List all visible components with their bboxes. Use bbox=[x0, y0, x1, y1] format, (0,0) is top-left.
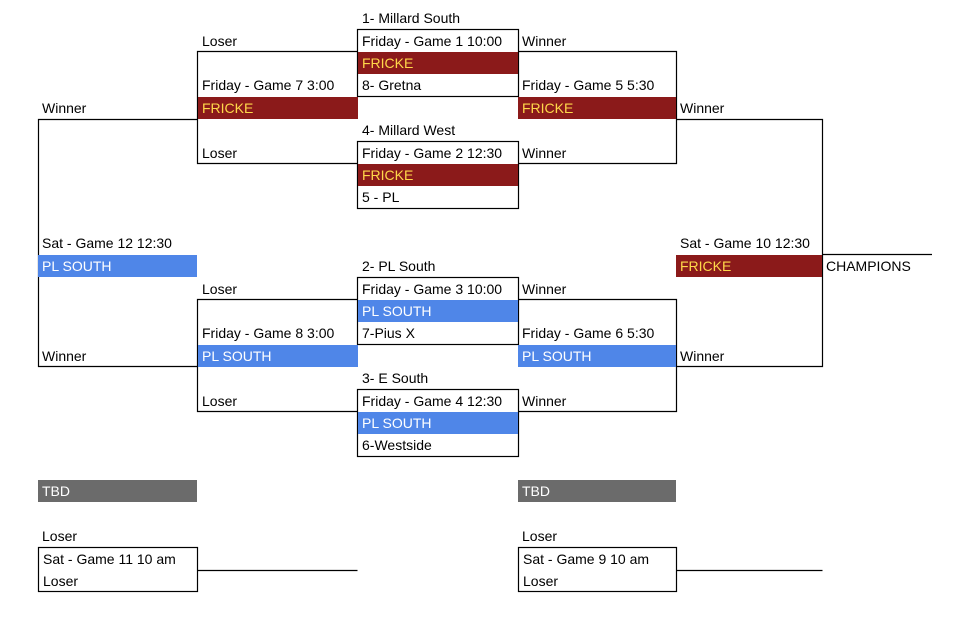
game-5-label: Friday - Game 5 5:30 bbox=[522, 77, 655, 93]
game-9-label: Sat - Game 9 10 am bbox=[523, 551, 650, 567]
game-1-winner[interactable]: FRICKE bbox=[358, 52, 518, 74]
game-11-loser-top: Loser bbox=[42, 528, 78, 544]
loser-label-g3: Loser bbox=[202, 281, 238, 297]
game-3-label: Friday - Game 3 10:00 bbox=[362, 281, 503, 297]
winner-label-g6: Winner bbox=[680, 348, 725, 364]
loser-label-g2: Loser bbox=[202, 145, 238, 161]
seed-8-label: 8- Gretna bbox=[362, 77, 422, 93]
game-3-winner[interactable]: PL SOUTH bbox=[358, 300, 518, 322]
game-8-label: Friday - Game 8 3:00 bbox=[202, 325, 335, 341]
winner-label-g4: Winner bbox=[522, 393, 567, 409]
game-4-winner[interactable]: PL SOUTH bbox=[358, 412, 518, 434]
game-9-loser-bottom: Loser bbox=[523, 573, 559, 589]
game-10-winner[interactable]: FRICKE bbox=[676, 255, 822, 277]
seed-3-label: 3- E South bbox=[362, 370, 429, 386]
winner-label-g7: Winner bbox=[42, 100, 87, 116]
game-1-label: Friday - Game 1 10:00 bbox=[362, 33, 503, 49]
seed-7-label: 7-Pius X bbox=[362, 325, 415, 341]
game-5-winner[interactable]: FRICKE bbox=[518, 97, 676, 119]
winner-label-g3: Winner bbox=[522, 281, 567, 297]
champions-label: CHAMPIONS bbox=[826, 258, 911, 274]
winner-label-g2: Winner bbox=[522, 145, 567, 161]
game-7-label: Friday - Game 7 3:00 bbox=[202, 77, 335, 93]
game-6-winner[interactable]: PL SOUTH bbox=[518, 345, 676, 367]
game-11-loser-bottom: Loser bbox=[43, 573, 79, 589]
seed-5-label: 5 - PL bbox=[362, 189, 400, 205]
winner-label-g5: Winner bbox=[680, 100, 725, 116]
loser-label-g4: Loser bbox=[202, 393, 238, 409]
game-11-label: Sat - Game 11 10 am bbox=[43, 551, 176, 567]
seed-6-label: 6-Westside bbox=[362, 437, 432, 453]
game-8-winner[interactable]: PL SOUTH bbox=[198, 345, 358, 367]
seed-2-label: 2- PL South bbox=[362, 258, 436, 274]
game-4-label: Friday - Game 4 12:30 bbox=[362, 393, 503, 409]
winner-label-g1: Winner bbox=[522, 33, 567, 49]
seed-4-label: 4- Millard West bbox=[362, 122, 456, 138]
game-7-winner[interactable]: FRICKE bbox=[198, 97, 358, 119]
consolation-tbd: TBD bbox=[38, 480, 197, 502]
loser-label-g1: Loser bbox=[202, 33, 238, 49]
third-place-tbd: TBD bbox=[518, 480, 676, 502]
game-6-label: Friday - Game 6 5:30 bbox=[522, 325, 655, 341]
game-2-label: Friday - Game 2 12:30 bbox=[362, 145, 503, 161]
game-12-winner[interactable]: PL SOUTH bbox=[38, 255, 197, 277]
game-9-loser-top: Loser bbox=[522, 528, 558, 544]
game-10-label: Sat - Game 10 12:30 bbox=[680, 235, 810, 251]
game-12-label: Sat - Game 12 12:30 bbox=[42, 235, 172, 251]
game-2-winner[interactable]: FRICKE bbox=[358, 164, 518, 186]
winner-label-g8: Winner bbox=[42, 348, 87, 364]
seed-1-label: 1- Millard South bbox=[362, 10, 461, 26]
